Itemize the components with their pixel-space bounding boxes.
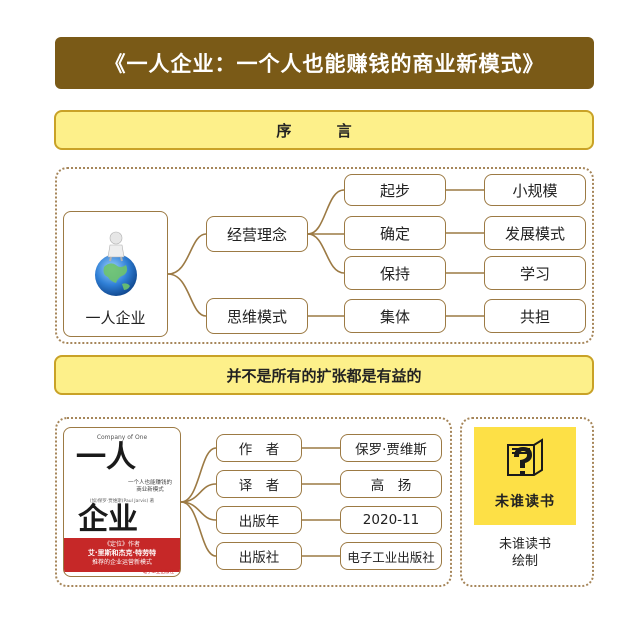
book-question-icon <box>507 438 543 476</box>
cover-banner-line: 艾·里斯和杰克·特劳特 <box>87 549 157 557</box>
cover-big-top: 一人 <box>76 440 136 475</box>
cover-subtitle: 一个人也能赚钱的 商业新模式 <box>120 480 180 494</box>
book-info-frame <box>55 417 452 587</box>
result-share: 共担 <box>484 299 586 333</box>
cover-banner-line: 推荐的企业运营新模式 <box>91 559 152 566</box>
child-start: 起步 <box>344 174 446 206</box>
book-cover: Company of One 一人 一个人也能赚钱的 商业新模式 (加)保罗·贾… <box>63 427 181 577</box>
child-collective: 集体 <box>344 299 446 333</box>
child-keep: 保持 <box>344 256 446 290</box>
figure-globe-icon <box>95 231 137 296</box>
field-value-translator: 高 扬 <box>340 470 442 498</box>
cover-subtitle-line: 一个人也能赚钱的 <box>127 480 172 486</box>
brand-frame <box>460 417 594 587</box>
cover-subtitle-line: 商业新模式 <box>136 487 164 493</box>
brand-logo: 未谁读书 <box>474 427 576 525</box>
cover-authors: (加)保罗·贾维斯(Paul Jarvis) 著 <box>89 499 155 504</box>
field-key-publisher: 出版社 <box>216 542 302 570</box>
cover-big-bottom: 企业 <box>78 502 138 537</box>
field-key-author: 作 者 <box>216 434 302 462</box>
page-title: 《一人企业：一个人也能赚钱的商业新模式》 <box>55 37 594 89</box>
cover-banner: 《定位》作者 艾·里斯和杰克·特劳特 推荐的企业运营新模式 <box>64 538 180 572</box>
field-value-author: 保罗·贾维斯 <box>340 434 442 462</box>
result-development-model: 发展模式 <box>484 216 586 250</box>
result-small-scale: 小规模 <box>484 174 586 206</box>
branch-mindset: 思维模式 <box>206 298 308 334</box>
credit-line-1: 未谁读书 <box>498 537 551 552</box>
credit-line-2: 绘制 <box>511 554 538 569</box>
preface-heading: 序 言 <box>54 110 594 150</box>
result-learning: 学习 <box>484 256 586 290</box>
child-determine: 确定 <box>344 216 446 250</box>
center-node: 一人企业 <box>63 211 168 337</box>
field-value-year: 2020-11 <box>340 506 442 534</box>
cover-english-title: Company of One <box>96 434 148 441</box>
cover-publisher: 电子工业出版社 <box>142 570 175 575</box>
cover-banner-line: 《定位》作者 <box>103 541 140 548</box>
field-key-year: 出版年 <box>216 506 302 534</box>
field-key-translator: 译 者 <box>216 470 302 498</box>
brand-logo-text: 未谁读书 <box>495 494 555 510</box>
field-value-publisher: 电子工业出版社 <box>340 542 442 570</box>
center-label: 一人企业 <box>85 309 146 327</box>
brand-credit: 未谁读书 绘制 <box>474 536 576 570</box>
mindmap-frame <box>55 167 594 344</box>
branch-business-philosophy: 经营理念 <box>206 216 308 252</box>
warning-banner: 并不是所有的扩张都是有益的 <box>54 355 594 395</box>
